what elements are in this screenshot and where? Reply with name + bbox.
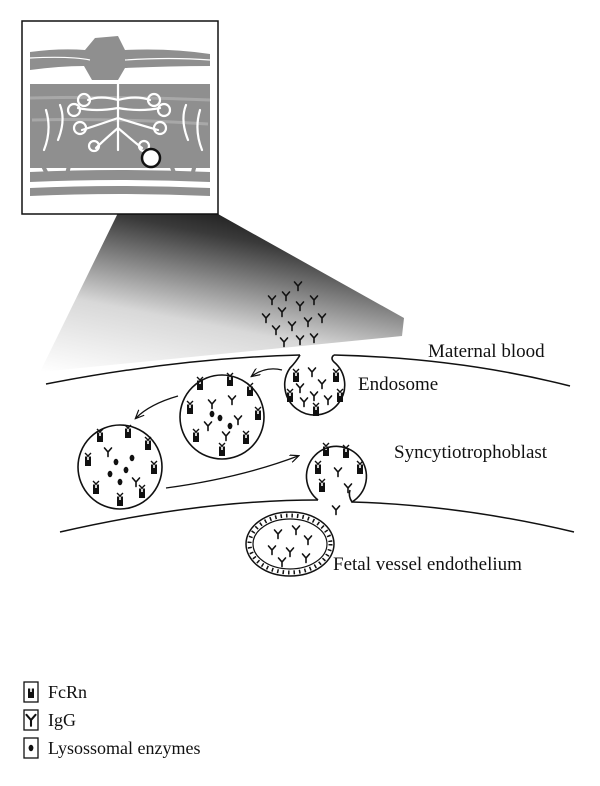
legend-fcrn: FcRn bbox=[23, 681, 87, 703]
label-syncytiotrophoblast: Syncytiotrophoblast bbox=[394, 442, 548, 463]
maternal-membrane-left bbox=[45, 354, 301, 385]
legend-igg: IgG bbox=[23, 709, 76, 731]
label-endosome: Endosome bbox=[358, 374, 438, 395]
maternal-membrane-right bbox=[333, 354, 571, 387]
label-fetal-vessel: Fetal vessel endothelium bbox=[333, 554, 522, 575]
fetal-vessel bbox=[245, 511, 335, 577]
endosome-lysosome-fusion bbox=[77, 424, 163, 510]
fetal-membrane-right bbox=[351, 501, 575, 533]
legend-fcrn-label: FcRn bbox=[48, 682, 87, 702]
endosome-sorting bbox=[179, 373, 265, 460]
zoom-cone bbox=[40, 168, 404, 372]
legend: FcRn IgG Lysossomal enzymes bbox=[23, 681, 200, 759]
legend-lysosomal: Lysossomal enzymes bbox=[23, 737, 200, 759]
fetal-membrane-left bbox=[59, 499, 319, 533]
endosome-exocytosis bbox=[305, 443, 368, 516]
arrow-sorting-to-fusion bbox=[136, 395, 179, 418]
arrow-fusion-to-exocytosis bbox=[165, 456, 298, 489]
placenta-inset bbox=[21, 20, 219, 215]
legend-igg-label: IgG bbox=[48, 710, 76, 730]
arrow-endosome-to-sorting bbox=[252, 369, 283, 376]
endosome-forming bbox=[283, 354, 346, 416]
legend-lysosomal-label: Lysossomal enzymes bbox=[48, 738, 200, 758]
label-maternal-blood: Maternal blood bbox=[428, 341, 545, 362]
